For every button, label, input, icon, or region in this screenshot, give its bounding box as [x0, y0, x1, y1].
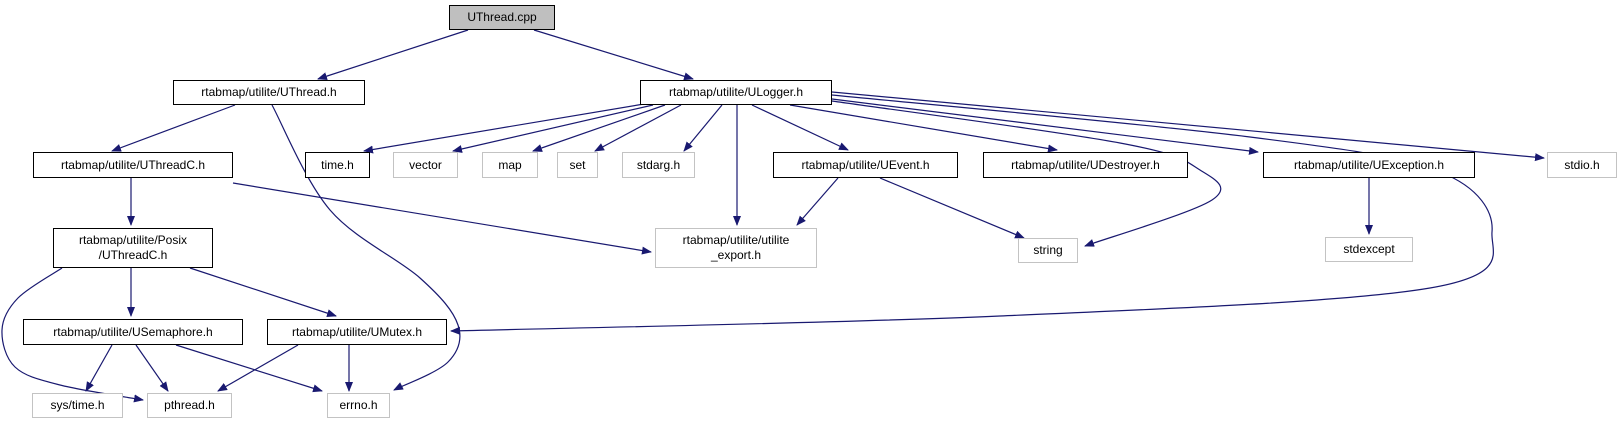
edge-uthread_h-errno_h	[271, 104, 461, 391]
node-label: map	[498, 157, 522, 172]
node-label: errno.h	[339, 398, 378, 412]
node-usemaphore-h[interactable]: rtabmap/utilite/USemaphore.h	[23, 319, 243, 345]
node-umutex-h[interactable]: rtabmap/utilite/UMutex.h	[267, 319, 447, 345]
node-map: map	[482, 152, 538, 178]
edge-usemaphore_h-pthread_h	[135, 344, 169, 392]
edge-ulogger_h-vector	[452, 104, 654, 153]
node-label: vector	[409, 157, 442, 172]
node-time-h[interactable]: time.h	[305, 152, 370, 178]
edge-ulogger_h-umutex_h	[450, 94, 1495, 335]
node-label: time.h	[321, 157, 354, 172]
edge-ulogger_h-map	[532, 104, 666, 152]
edge-usemaphore_h-sys_time_h	[85, 344, 113, 392]
node-sys-time-h: sys/time.h	[32, 393, 123, 418]
node-udestroyer-h[interactable]: rtabmap/utilite/UDestroyer.h	[983, 152, 1188, 178]
edge-uthread_cpp-ulogger_h	[533, 29, 694, 81]
node-label: rtabmap/utilite/Posix	[78, 233, 188, 247]
node-label: _export.h	[710, 248, 762, 262]
edge-ulogger_h-udestroyer_h	[789, 104, 1058, 153]
node-uexception-h[interactable]: rtabmap/utilite/UException.h	[1263, 152, 1475, 178]
node-label: set	[569, 157, 586, 172]
node-stdexcept: stdexcept	[1325, 237, 1413, 262]
edge-posix_uthreadc_h-umutex_h	[189, 267, 337, 317]
edge-ulogger_h-time_h	[363, 103, 645, 154]
node-ulogger-h[interactable]: rtabmap/utilite/ULogger.h	[640, 80, 832, 105]
edge-umutex_h-pthread_h	[217, 344, 299, 392]
node-set: set	[557, 152, 598, 178]
edge-ulogger_h-uexception_h	[831, 98, 1259, 155]
edge-uthread_h-uthreadc_h	[111, 104, 236, 152]
node-label: rtabmap/utilite/UEvent.h	[801, 157, 930, 172]
node-stdarg-h: stdarg.h	[622, 152, 695, 178]
edge-uthreadc_h-utilite_export_h	[232, 182, 652, 255]
node-uthread-cpp: UThread.cpp	[449, 5, 555, 30]
node-uthreadc-h[interactable]: rtabmap/utilite/UThreadC.h	[33, 152, 233, 178]
node-pthread-h: pthread.h	[147, 393, 232, 418]
node-label: rtabmap/utilite/UThreadC.h	[60, 157, 206, 172]
edge-ulogger_h-stdarg_h	[683, 104, 723, 152]
edge-posix_uthreadc_h-pthread_h	[1, 267, 144, 403]
node-label: /UThreadC.h	[98, 248, 168, 262]
node-vector: vector	[393, 152, 458, 178]
node-label: rtabmap/utilite/UDestroyer.h	[1011, 157, 1160, 172]
node-label: UThread.cpp	[467, 10, 537, 24]
node-label: rtabmap/utilite/ULogger.h	[668, 85, 804, 99]
node-label: stdio.h	[1564, 157, 1600, 172]
node-errno-h: errno.h	[327, 393, 390, 418]
node-label: rtabmap/utilite/USemaphore.h	[53, 324, 213, 339]
node-uevent-h[interactable]: rtabmap/utilite/UEvent.h	[773, 152, 958, 178]
node-label: rtabmap/utilite/UMutex.h	[291, 324, 423, 339]
node-label: rtabmap/utilite/utilite	[682, 233, 790, 247]
node-label: string	[1033, 243, 1063, 257]
edge-uthread_cpp-uthread_h	[317, 29, 469, 81]
edge-uevent_h-string	[879, 177, 1025, 239]
node-string: string	[1018, 238, 1078, 263]
node-label: stdarg.h	[636, 157, 681, 172]
edge-uevent_h-utilite_export_h	[796, 177, 839, 226]
edge-ulogger_h-stdio_h	[831, 91, 1545, 162]
node-uthread-h[interactable]: rtabmap/utilite/UThread.h	[173, 80, 365, 105]
node-posix-uthreadc-h[interactable]: rtabmap/utilite/Posix/UThreadC.h	[53, 228, 213, 268]
node-label: sys/time.h	[50, 398, 105, 412]
node-label: pthread.h	[164, 398, 215, 412]
node-label: stdexcept	[1343, 242, 1395, 256]
edge-usemaphore_h-errno_h	[175, 344, 323, 393]
edge-ulogger_h-uevent_h	[751, 104, 849, 151]
node-label: rtabmap/utilite/UException.h	[1293, 157, 1445, 172]
edge-ulogger_h-set	[594, 104, 682, 152]
node-label: rtabmap/utilite/UThread.h	[201, 85, 337, 99]
node-stdio-h: stdio.h	[1547, 152, 1617, 178]
node-utilite-export-h: rtabmap/utilite/utilite_export.h	[655, 228, 817, 268]
